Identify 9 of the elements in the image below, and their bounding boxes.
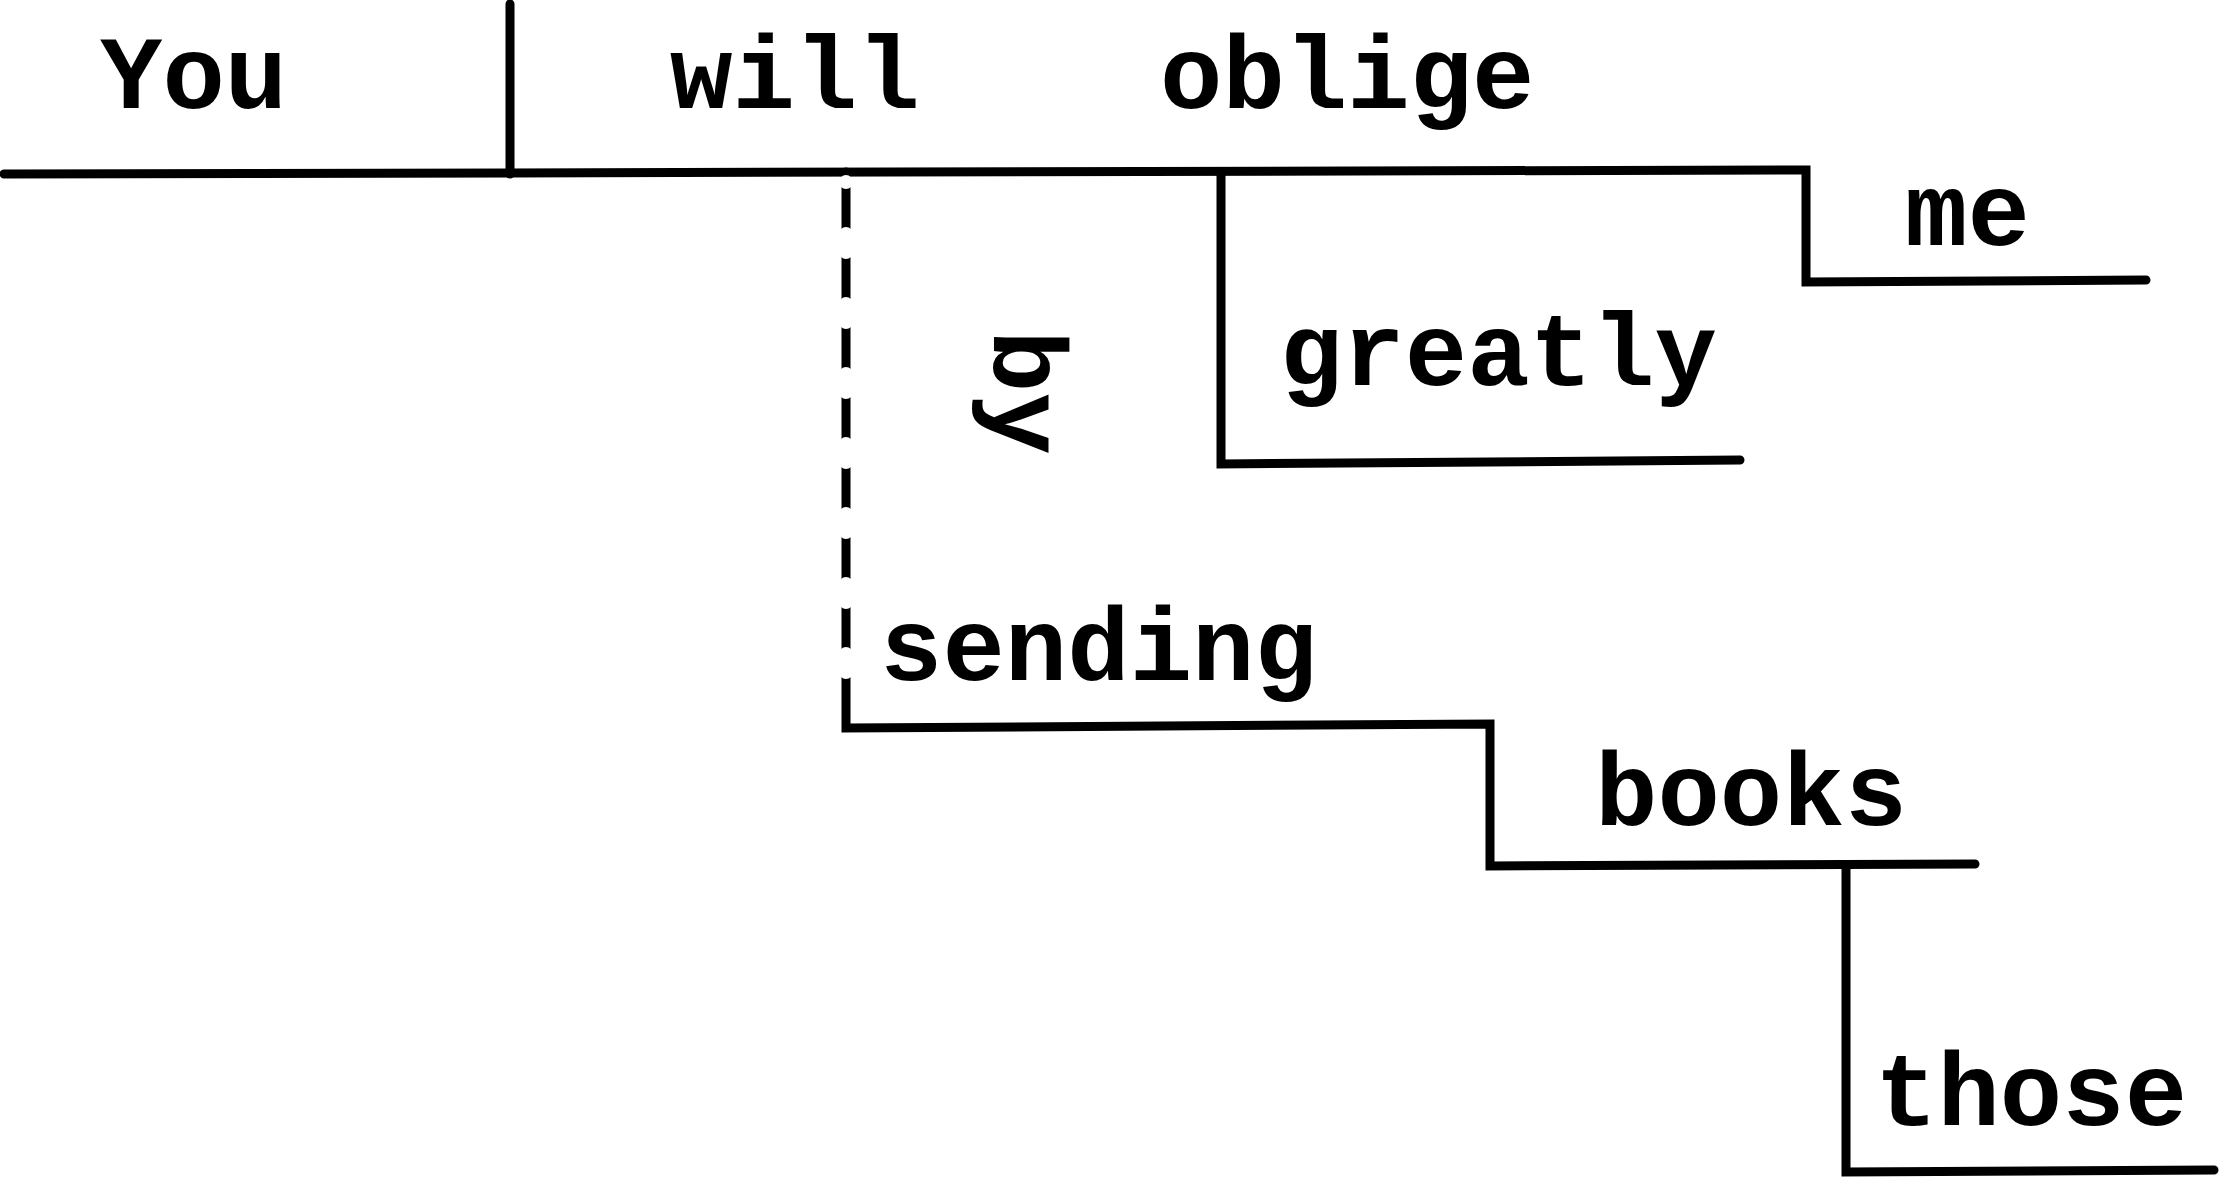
- object-word: books: [1595, 745, 1908, 849]
- subject-word: You: [100, 28, 288, 132]
- modifier-word: those: [1875, 1045, 2188, 1149]
- modifier-word: greatly: [1280, 305, 1717, 409]
- verb-word: oblige: [1160, 28, 1535, 132]
- object-word: me: [1905, 165, 2030, 269]
- gerund-word: sending: [880, 600, 1317, 704]
- verb-word: will: [670, 28, 920, 132]
- preposition-word: by: [970, 330, 1074, 455]
